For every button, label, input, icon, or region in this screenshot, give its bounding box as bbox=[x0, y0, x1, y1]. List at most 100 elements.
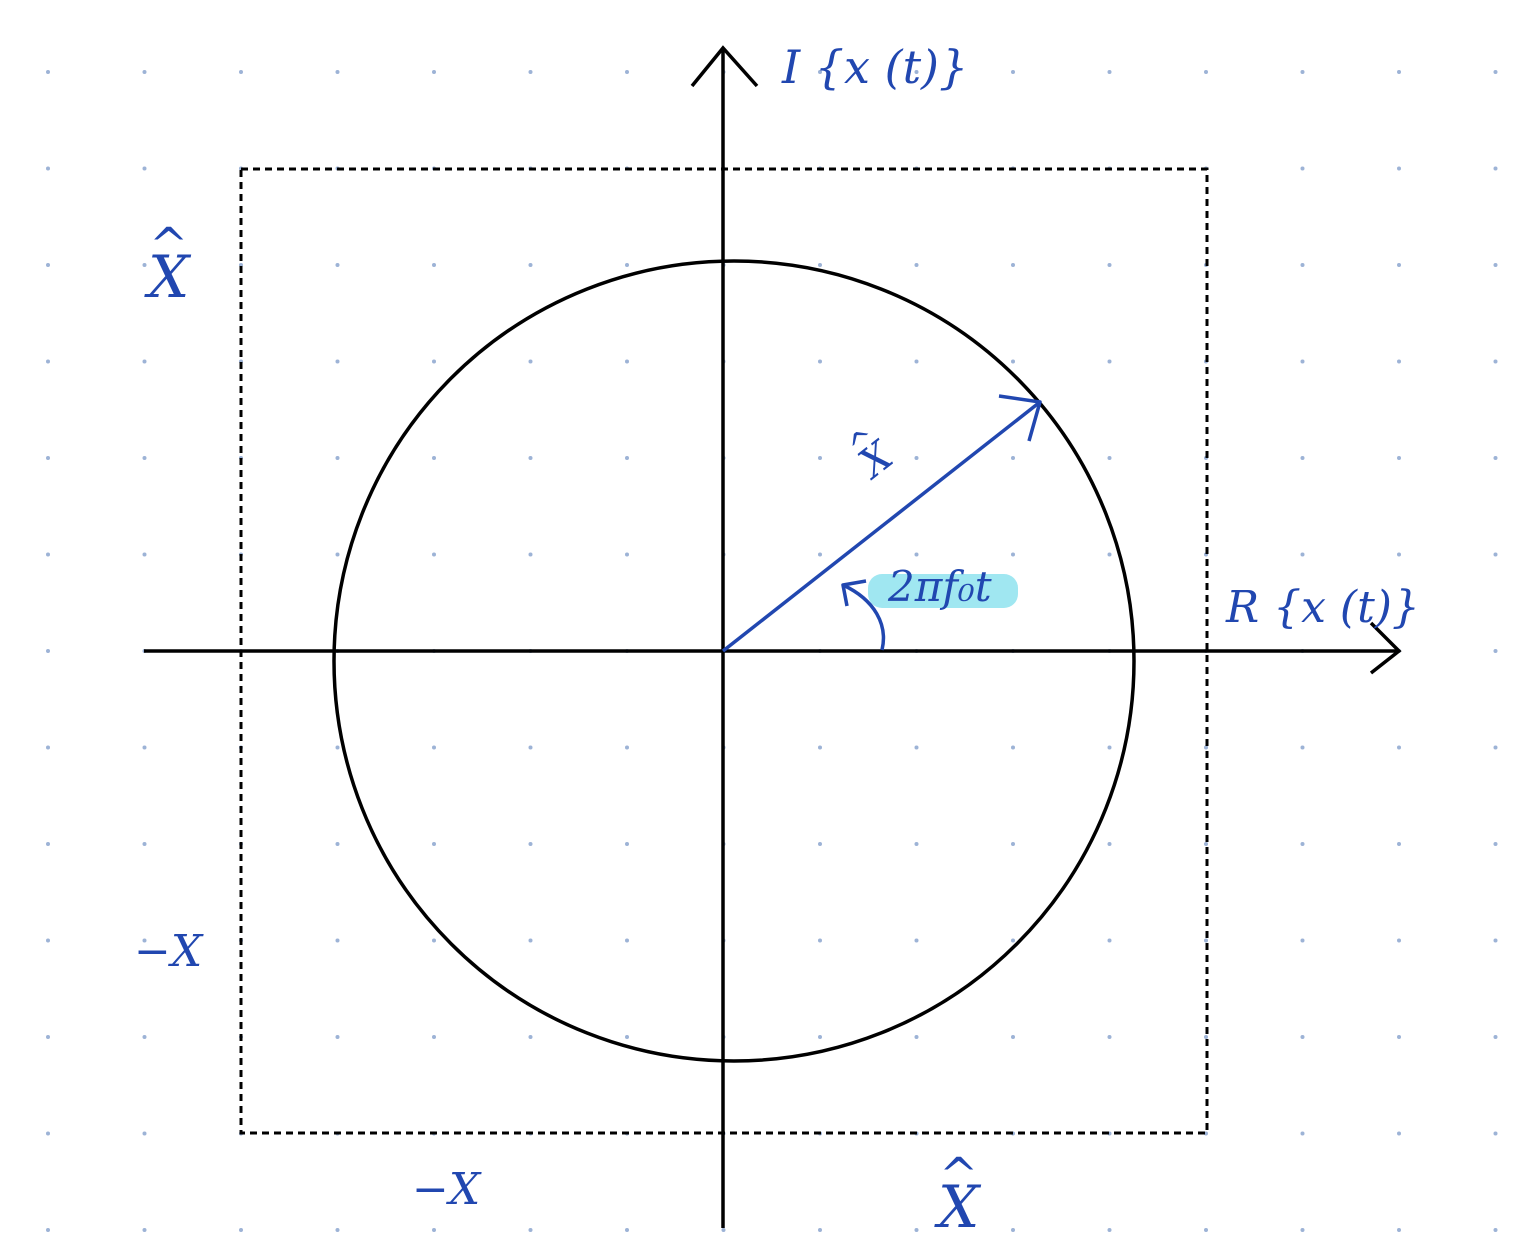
grid-dot bbox=[528, 70, 533, 74]
grid-dot bbox=[1011, 263, 1015, 267]
grid-dot bbox=[1397, 842, 1401, 846]
grid-dot bbox=[46, 842, 50, 846]
grid-dot bbox=[1397, 938, 1401, 943]
grid-dot bbox=[1397, 70, 1401, 74]
grid-dot bbox=[46, 359, 50, 364]
grid-dot bbox=[1300, 1035, 1305, 1039]
grid-dot bbox=[1011, 456, 1015, 460]
grid-dot bbox=[46, 1035, 50, 1039]
grid-dot bbox=[1011, 938, 1015, 943]
grid-dot bbox=[46, 70, 50, 74]
grid-dot bbox=[1011, 745, 1015, 750]
grid-dot bbox=[46, 1228, 50, 1232]
grid-dot bbox=[432, 70, 436, 74]
grid-dot bbox=[818, 1228, 822, 1232]
grid-dot bbox=[625, 456, 629, 460]
grid-dot bbox=[142, 263, 147, 267]
grid-dot bbox=[528, 552, 533, 557]
grid-dot bbox=[914, 263, 919, 267]
grid-dot bbox=[1107, 1035, 1112, 1039]
grid-dot bbox=[625, 745, 629, 750]
grid-dot bbox=[818, 456, 822, 460]
grid-dot bbox=[1493, 166, 1498, 171]
grid-dot bbox=[335, 263, 340, 267]
grid-dot bbox=[1204, 745, 1208, 750]
angle-label: 2πf₀t bbox=[888, 562, 992, 611]
grid-dot bbox=[46, 552, 50, 557]
grid-dot bbox=[1300, 1228, 1305, 1232]
grid-dot bbox=[432, 1228, 436, 1232]
grid-dot bbox=[1204, 842, 1208, 846]
imag-axis-label: I {x (t)} bbox=[782, 40, 969, 94]
grid-dot bbox=[1204, 70, 1208, 74]
grid-dot bbox=[914, 456, 919, 460]
bottom-left-neg-x-hat-label: −X bbox=[412, 1164, 481, 1215]
grid-dot bbox=[914, 1035, 919, 1039]
bottom-right-x-hat-label: X bbox=[938, 1152, 980, 1236]
grid-dot bbox=[1493, 649, 1498, 653]
grid-dot bbox=[818, 263, 822, 267]
grid-dot bbox=[432, 263, 436, 267]
grid-dot bbox=[1397, 456, 1401, 460]
grid-dot bbox=[1011, 1228, 1015, 1232]
grid-dot bbox=[1107, 842, 1112, 846]
unit-circle bbox=[332, 259, 1136, 1063]
grid-dot bbox=[528, 1228, 533, 1232]
grid-dot bbox=[721, 1228, 726, 1232]
grid-dot bbox=[432, 842, 436, 846]
grid-dot bbox=[46, 263, 50, 267]
grid-dot bbox=[625, 359, 629, 364]
grid-dot bbox=[1107, 263, 1112, 267]
grid-dot bbox=[1107, 938, 1112, 943]
grid-dot bbox=[625, 938, 629, 943]
grid-dot bbox=[142, 1131, 147, 1136]
grid-dot bbox=[1300, 166, 1305, 171]
grid-dot bbox=[625, 70, 629, 74]
grid-dot bbox=[335, 1228, 340, 1232]
grid-dot bbox=[528, 745, 533, 750]
grid-dot bbox=[1300, 456, 1305, 460]
grid-dot bbox=[818, 70, 822, 74]
grid-dot bbox=[1493, 938, 1498, 943]
grid-dot bbox=[46, 456, 50, 460]
grid-dot bbox=[1107, 1228, 1112, 1232]
grid-dot bbox=[528, 263, 533, 267]
grid-dot bbox=[818, 842, 822, 846]
grid-dot bbox=[528, 842, 533, 846]
grid-dot bbox=[1204, 1228, 1208, 1232]
grid-dot bbox=[528, 1035, 533, 1039]
grid-dot bbox=[1493, 456, 1498, 460]
grid-dot bbox=[335, 745, 340, 750]
grid-dot bbox=[432, 938, 436, 943]
grid-dot bbox=[142, 1228, 147, 1232]
grid-dot bbox=[142, 359, 147, 364]
grid-dot bbox=[142, 70, 147, 74]
left-bottom-neg-x-hat-label: −X bbox=[134, 926, 203, 977]
real-axis-arrowhead bbox=[1369, 621, 1402, 675]
grid-dot bbox=[432, 745, 436, 750]
grid-dot bbox=[1011, 552, 1015, 557]
grid-dot bbox=[239, 70, 243, 74]
grid-dot bbox=[1397, 263, 1401, 267]
grid-dot bbox=[1493, 842, 1498, 846]
grid-dot bbox=[1397, 359, 1401, 364]
grid-dot bbox=[46, 745, 50, 750]
grid-dot bbox=[239, 1228, 243, 1232]
grid-dot bbox=[142, 938, 147, 943]
grid-dot bbox=[1300, 842, 1305, 846]
phasor-arrowhead bbox=[998, 394, 1042, 442]
grid-dot bbox=[142, 552, 147, 557]
grid-dot bbox=[625, 842, 629, 846]
grid-dot bbox=[1300, 263, 1305, 267]
grid-dot bbox=[1493, 70, 1498, 74]
grid-dot bbox=[1397, 166, 1401, 171]
grid-dot bbox=[142, 1035, 147, 1039]
phasor-vector bbox=[721, 400, 1042, 653]
grid-dot bbox=[914, 1228, 919, 1232]
grid-dot bbox=[1011, 1035, 1015, 1039]
grid-dot bbox=[46, 166, 50, 171]
grid-dot bbox=[1107, 552, 1112, 557]
grid-dot bbox=[818, 938, 822, 943]
